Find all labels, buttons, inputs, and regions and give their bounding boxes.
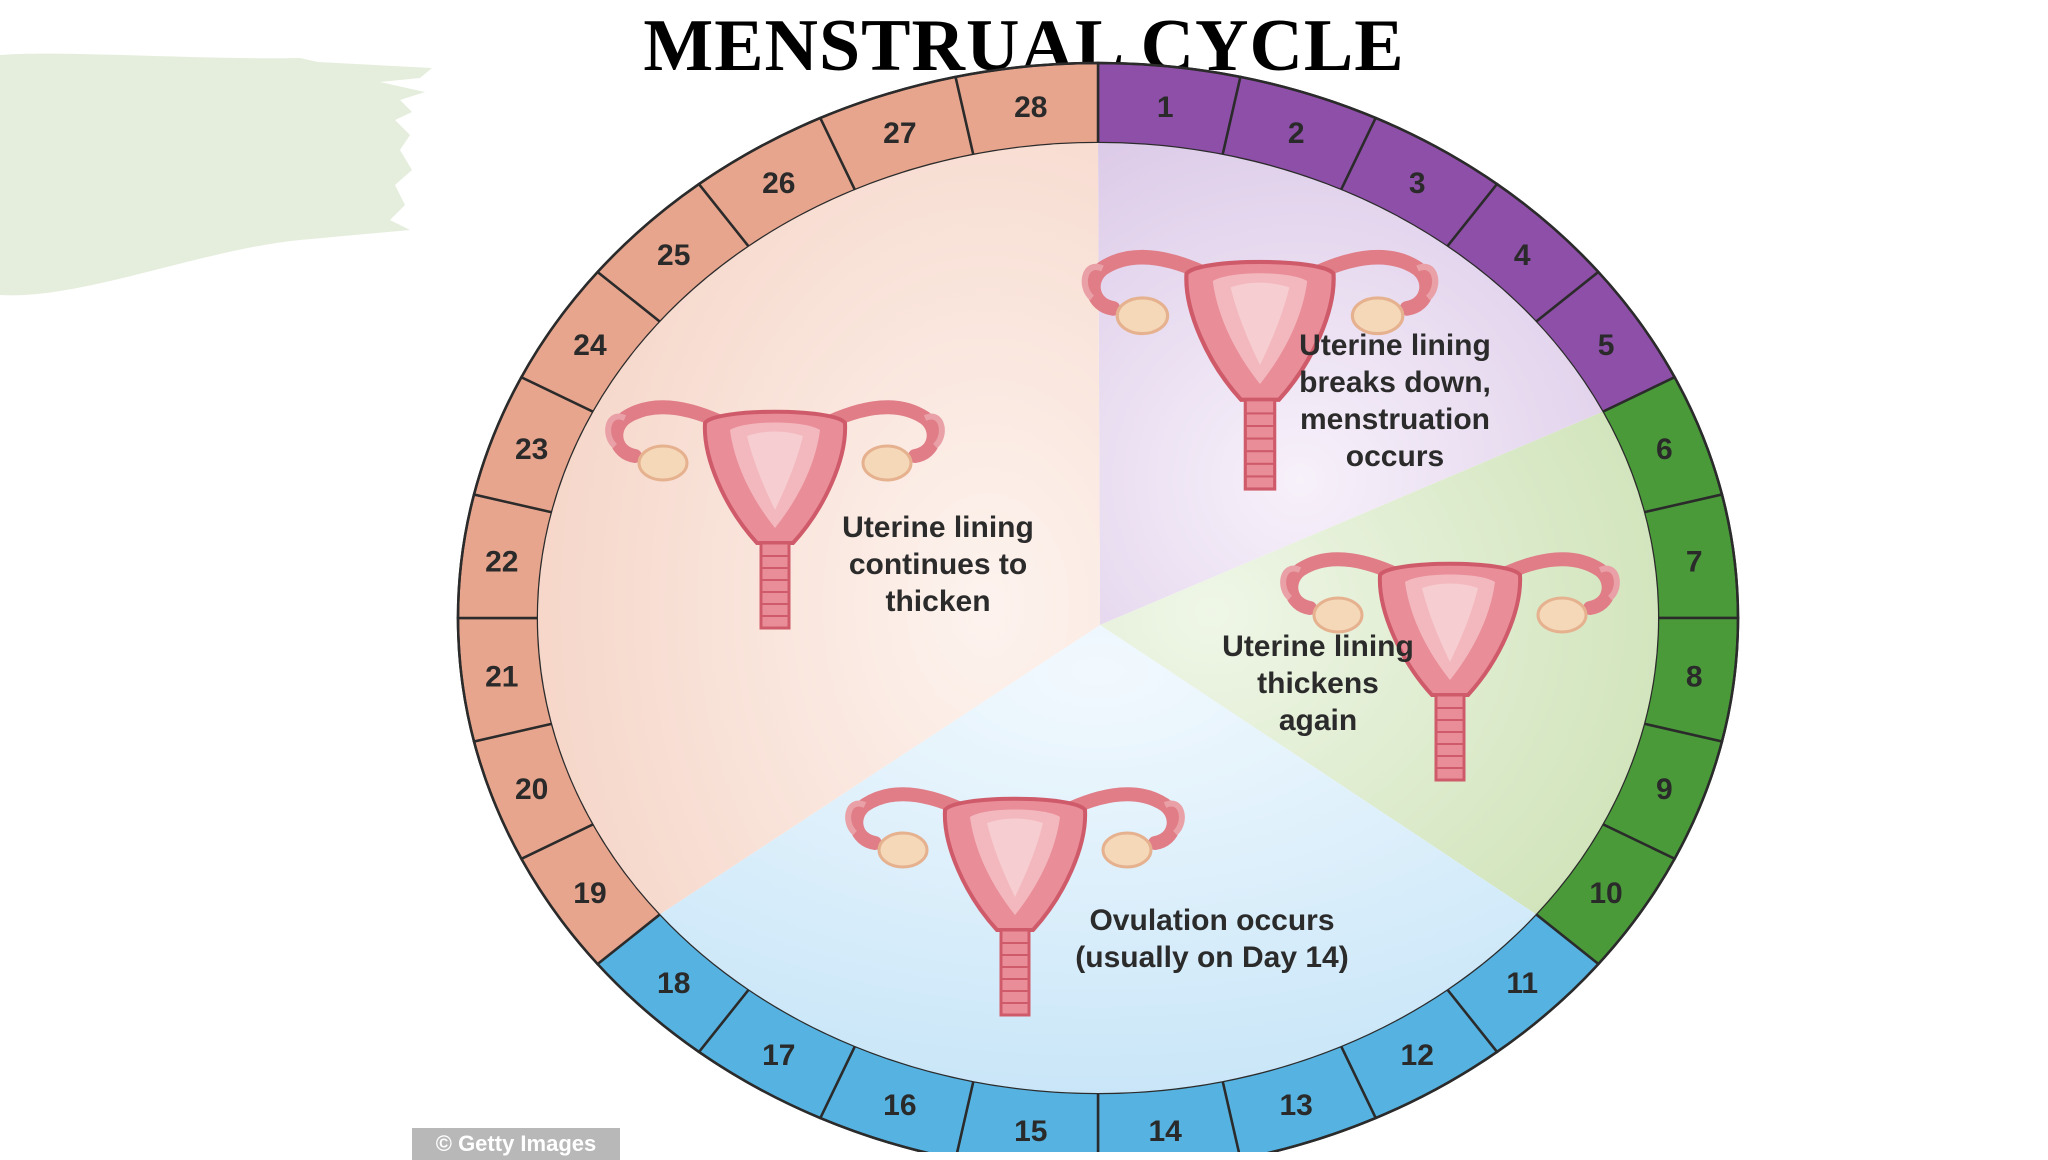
ring-outline — [456, 61, 1740, 1152]
brush-stroke-decoration — [0, 53, 432, 296]
phase-sector-ovu — [660, 625, 1536, 1093]
day-label-18: 18 — [657, 967, 690, 1000]
day-label-14: 14 — [1148, 1115, 1182, 1148]
day-label-16: 16 — [883, 1089, 916, 1122]
day-label-9: 9 — [1656, 773, 1673, 806]
phase-sector-fol — [1100, 411, 1659, 915]
day-label-12: 12 — [1401, 1039, 1434, 1072]
day-label-3: 3 — [1409, 167, 1426, 200]
getty-images-credit: © Getty Images — [412, 1128, 620, 1160]
day-label-20: 20 — [515, 773, 548, 806]
day-label-24: 24 — [573, 329, 607, 362]
day-label-6: 6 — [1656, 433, 1673, 466]
phase-sector-lut — [538, 143, 1100, 915]
phase-label-ovulation: Ovulation occurs(usually on Day 14) — [1075, 904, 1348, 974]
day-label-8: 8 — [1686, 661, 1703, 694]
day-label-5: 5 — [1598, 329, 1615, 362]
day-label-1: 1 — [1157, 91, 1174, 124]
day-label-27: 27 — [883, 117, 916, 150]
day-label-2: 2 — [1288, 117, 1305, 150]
day-label-17: 17 — [762, 1039, 795, 1072]
day-label-25: 25 — [657, 239, 690, 272]
day-label-13: 13 — [1279, 1089, 1312, 1122]
day-label-7: 7 — [1686, 545, 1703, 578]
day-label-22: 22 — [485, 545, 518, 578]
day-label-19: 19 — [573, 877, 606, 910]
day-label-10: 10 — [1589, 877, 1622, 910]
day-label-4: 4 — [1514, 239, 1531, 272]
day-label-15: 15 — [1014, 1115, 1047, 1148]
day-label-28: 28 — [1014, 91, 1047, 124]
day-label-23: 23 — [515, 433, 548, 466]
day-label-26: 26 — [762, 167, 795, 200]
day-label-11: 11 — [1506, 967, 1538, 1000]
day-label-21: 21 — [485, 661, 518, 694]
